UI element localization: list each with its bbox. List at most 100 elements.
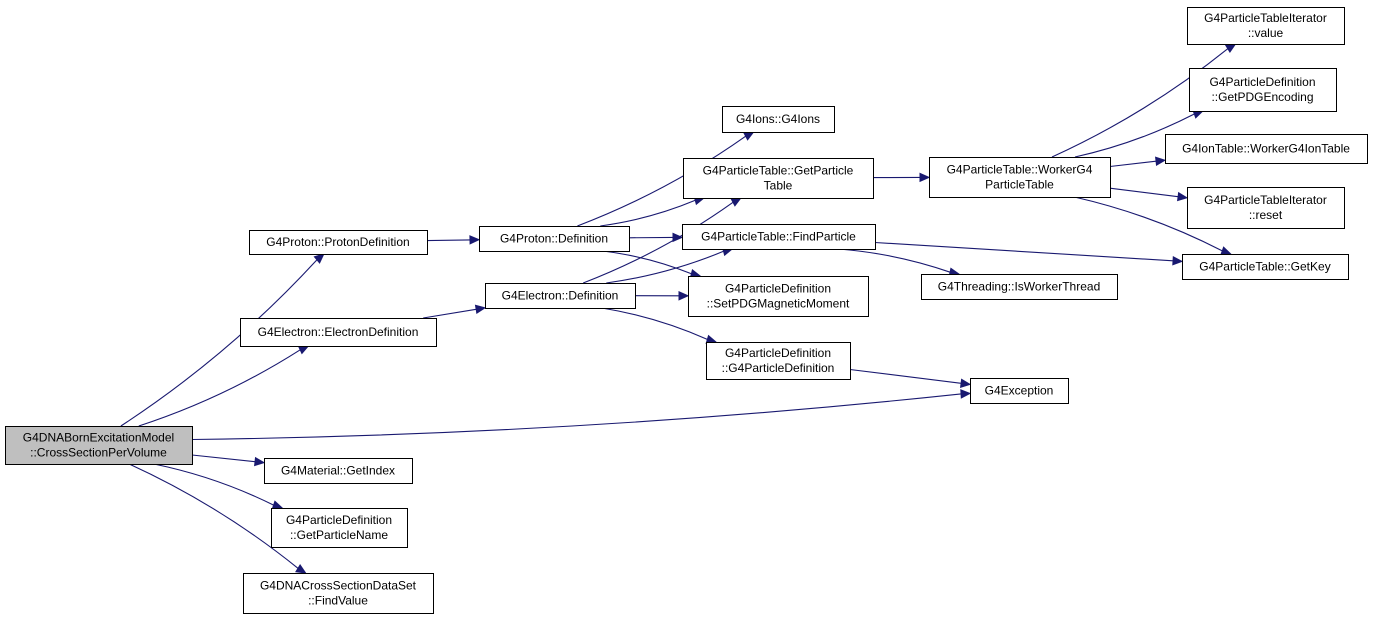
node-findParticle[interactable]: G4ParticleTable::FindParticle [682,224,876,250]
node-isWorker[interactable]: G4Threading::IsWorkerThread [921,274,1118,300]
edge-protonDef-to-setPDGMag [602,250,692,275]
node-box-root [5,426,193,465]
edge-root-to-findValue [128,463,299,569]
node-pdCtor[interactable]: G4ParticleDefinition::G4ParticleDefiniti… [706,342,851,380]
node-box-electronDef [485,283,636,309]
node-label-isWorker-0: G4Threading::IsWorkerThread [938,280,1101,294]
node-label-getParticleTable-1: Table [764,179,793,193]
node-label-findParticle-0: G4ParticleTable::FindParticle [701,230,856,244]
edge-electronDef-to-getParticleTable [583,201,734,284]
node-findValue[interactable]: G4DNACrossSectionDataSet::FindValue [243,573,434,614]
edge-protonDefn-to-protonDef [426,239,471,242]
node-box-iterReset [1187,187,1345,229]
node-label-iterReset-1: ::reset [1249,208,1283,222]
arrowhead-workerTable-to-getKey [1220,246,1232,256]
node-label-pdCtor-0: G4ParticleDefinition [725,346,831,360]
node-electronDefn[interactable]: G4Electron::ElectronDefinition [240,318,437,347]
node-label-electronDefn-0: G4Electron::ElectronDefinition [258,325,419,339]
edge-root-to-getIndex [191,454,256,463]
node-label-getKey-0: G4ParticleTable::GetKey [1199,260,1330,274]
node-iterValue[interactable]: G4ParticleTableIterator::value [1187,7,1345,45]
node-root[interactable]: G4DNABornExcitationModel::CrossSectionPe… [5,426,193,465]
edge-root-to-getParticleName [153,463,274,506]
node-box-findParticle [682,224,876,250]
edge-workerTable-to-ionWorker [1109,160,1157,168]
node-box-findValue [243,573,434,614]
edge-findParticle-to-isWorker [838,248,951,273]
node-ions[interactable]: G4Ions::G4Ions [722,106,835,133]
node-label-iterValue-1: ::value [1248,26,1284,40]
node-label-getParticleName-0: G4ParticleDefinition [286,513,392,527]
arrowhead-root-to-protonDefn [313,253,325,264]
node-label-iterReset-0: G4ParticleTableIterator [1204,193,1327,207]
node-box-ionWorker [1165,134,1368,164]
node-label-ionWorker-0: G4IonTable::WorkerG4IonTable [1182,142,1350,156]
nodes-layer: G4DNABornExcitationModel::CrossSectionPe… [5,7,1368,614]
arrowhead-workerTable-to-iterValue [1224,43,1237,54]
node-box-isWorker [921,274,1118,300]
node-ionWorker[interactable]: G4IonTable::WorkerG4IonTable [1165,134,1368,164]
node-label-findValue-1: ::FindValue [308,594,368,608]
node-label-electronDef-0: G4Electron::Definition [502,289,619,303]
arrowhead-workerTable-to-iterReset [1177,191,1189,202]
node-protonDefn[interactable]: G4Proton::ProtonDefinition [249,230,428,255]
edge-electronDefn-to-electronDef [423,308,477,319]
node-setPDGMag[interactable]: G4ParticleDefinition::SetPDGMagneticMome… [688,276,869,317]
node-box-protonDefn [249,230,428,255]
node-box-exception [970,378,1069,404]
node-iterReset[interactable]: G4ParticleTableIterator::reset [1187,187,1345,229]
node-box-electronDefn [240,318,437,347]
node-box-getIndex [264,458,413,484]
node-label-getPDG-1: ::GetPDGEncoding [1211,90,1313,104]
arrowhead-root-to-exception [960,389,972,399]
edges-layer [120,43,1237,574]
node-exception[interactable]: G4Exception [970,378,1069,404]
arrowhead-root-to-getIndex [254,456,266,467]
node-label-root-1: ::CrossSectionPerVolume [30,446,167,460]
arrowhead-protonDef-to-ions [742,131,755,141]
node-label-setPDGMag-0: G4ParticleDefinition [725,282,831,296]
node-box-iterValue [1187,7,1345,45]
edge-findParticle-to-getKey [874,241,1174,262]
edge-workerTable-to-iterReset [1109,187,1179,198]
node-getIndex[interactable]: G4Material::GetIndex [264,458,413,484]
node-box-getPDG [1189,68,1337,112]
node-box-setPDGMag [688,276,869,317]
node-getParticleName[interactable]: G4ParticleDefinition::GetParticleName [271,508,408,548]
arrowhead-root-to-electronDefn [297,345,310,355]
node-label-root-0: G4DNABornExcitationModel [23,431,174,445]
node-getPDG[interactable]: G4ParticleDefinition::GetPDGEncoding [1189,68,1337,112]
edge-protonDef-to-ions [577,135,747,227]
node-getKey[interactable]: G4ParticleTable::GetKey [1182,254,1349,280]
node-label-workerTable-0: G4ParticleTable::WorkerG4 [947,163,1093,177]
node-box-ions [722,106,835,133]
node-label-getPDG-0: G4ParticleDefinition [1209,75,1315,89]
edge-electronDef-to-findParticle [606,250,724,284]
node-electronDef[interactable]: G4Electron::Definition [485,283,636,309]
arrowhead-findParticle-to-getKey [1172,255,1184,266]
node-label-getParticleTable-0: G4ParticleTable::GetParticle [703,164,854,178]
node-box-protonDef [479,226,630,252]
arrowhead-root-to-findValue [295,563,307,574]
arrowhead-electronDefn-to-electronDef [474,304,487,315]
arrowhead-workerTable-to-ionWorker [1155,156,1167,167]
node-protonDef[interactable]: G4Proton::Definition [479,226,630,252]
node-label-protonDef-0: G4Proton::Definition [500,232,608,246]
node-label-getIndex-0: G4Material::GetIndex [281,464,395,478]
edge-workerTable-to-iterValue [1051,48,1229,158]
arrowhead-root-to-getParticleName [271,500,284,510]
arrowhead-getParticleTable-to-workerTable [919,172,931,183]
node-label-setPDGMag-1: ::SetPDGMagneticMoment [707,297,850,311]
node-box-getKey [1182,254,1349,280]
arrowhead-electronDef-to-setPDGMag [678,291,690,301]
arrowhead-electronDef-to-getParticleTable [730,197,742,207]
node-box-pdCtor [706,342,851,380]
edge-root-to-electronDefn [138,349,301,427]
node-label-pdCtor-1: ::G4ParticleDefinition [722,361,835,375]
node-box-getParticleName [271,508,408,548]
node-label-exception-0: G4Exception [985,384,1054,398]
node-label-ions-0: G4Ions::G4Ions [736,112,820,126]
